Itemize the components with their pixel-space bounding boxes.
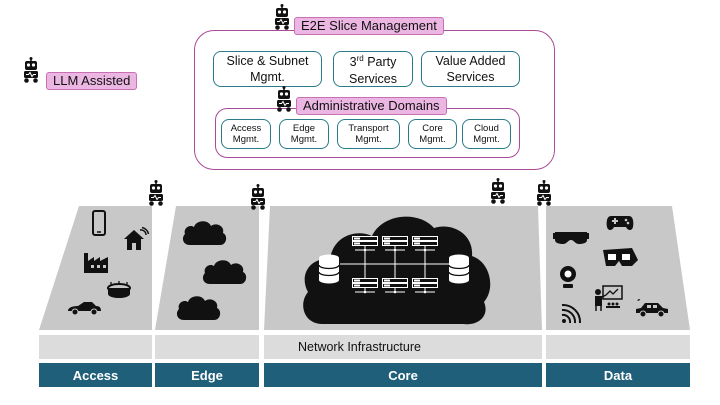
infra-strip-core xyxy=(264,335,542,359)
access-mgmt-label: Access Mgmt. xyxy=(230,123,262,145)
robot-icon xyxy=(274,86,294,112)
teacher-icon xyxy=(595,285,623,311)
segment-label-core: Core xyxy=(264,363,542,387)
stadium-icon xyxy=(107,281,131,298)
vr-headset-icon xyxy=(553,232,589,244)
segment-label-access: Access xyxy=(39,363,152,387)
database-icon xyxy=(448,254,470,284)
llm-assisted-legend: LLM Assisted xyxy=(46,72,138,90)
network-infrastructure-label: Network Infrastructure xyxy=(298,340,421,354)
webcam-icon xyxy=(560,266,576,288)
robot-icon xyxy=(272,4,292,30)
gamepad-icon xyxy=(606,216,634,230)
transport-mgmt-box: Transport Mgmt. xyxy=(337,119,400,149)
value-added-services-label: Value Added Services xyxy=(435,54,506,84)
robot-icon xyxy=(21,57,41,83)
e2e-slice-management-title: E2E Slice Management xyxy=(294,17,444,35)
robot-icon xyxy=(488,178,508,204)
edge-mgmt-label: Edge Mgmt. xyxy=(290,123,318,145)
car-icon xyxy=(68,302,101,316)
infra-strip-edge xyxy=(155,335,259,359)
robot-icon xyxy=(248,184,268,210)
wifi-icon xyxy=(561,303,582,324)
edge-mgmt-box: Edge Mgmt. xyxy=(279,119,329,149)
slice-subnet-mgmt-box: Slice & Subnet Mgmt. xyxy=(213,51,322,87)
cloud-mgmt-label: Cloud Mgmt. xyxy=(473,123,500,145)
cloud-mgmt-box: Cloud Mgmt. xyxy=(462,119,511,149)
cloud-icon xyxy=(180,218,228,246)
server-icon xyxy=(412,278,438,294)
robot-icon xyxy=(534,180,554,206)
transport-mgmt-label: Transport Mgmt. xyxy=(348,123,389,145)
database-icon xyxy=(318,254,340,284)
cloud-icon xyxy=(200,257,248,285)
cloud-icon xyxy=(174,293,222,321)
infra-strip-access xyxy=(39,335,152,359)
infra-strip-data xyxy=(546,335,690,359)
core-mgmt-box: Core Mgmt. xyxy=(408,119,457,149)
slice-subnet-mgmt-label: Slice & Subnet Mgmt. xyxy=(226,54,309,84)
third-party-services-box: 3rd Party Services xyxy=(333,51,413,87)
phone-icon xyxy=(92,210,106,236)
robot-icon xyxy=(146,180,166,206)
segment-label-data: Data xyxy=(546,363,690,387)
third-party-services-label: 3rd Party Services xyxy=(349,54,397,86)
core-mgmt-label: Core Mgmt. xyxy=(419,123,446,145)
core-cloud-icon xyxy=(303,216,491,325)
value-added-services-box: Value Added Services xyxy=(421,51,520,87)
segment-label-edge: Edge xyxy=(155,363,259,387)
house-icon xyxy=(124,226,150,250)
factory-icon xyxy=(84,253,108,273)
access-mgmt-box: Access Mgmt. xyxy=(221,119,271,149)
electric-car-icon xyxy=(636,299,668,318)
administrative-domains-title: Administrative Domains xyxy=(296,97,447,115)
server-icon xyxy=(352,278,378,294)
3d-glasses-icon xyxy=(603,248,638,266)
server-icon xyxy=(382,278,408,294)
server-links xyxy=(340,250,450,278)
